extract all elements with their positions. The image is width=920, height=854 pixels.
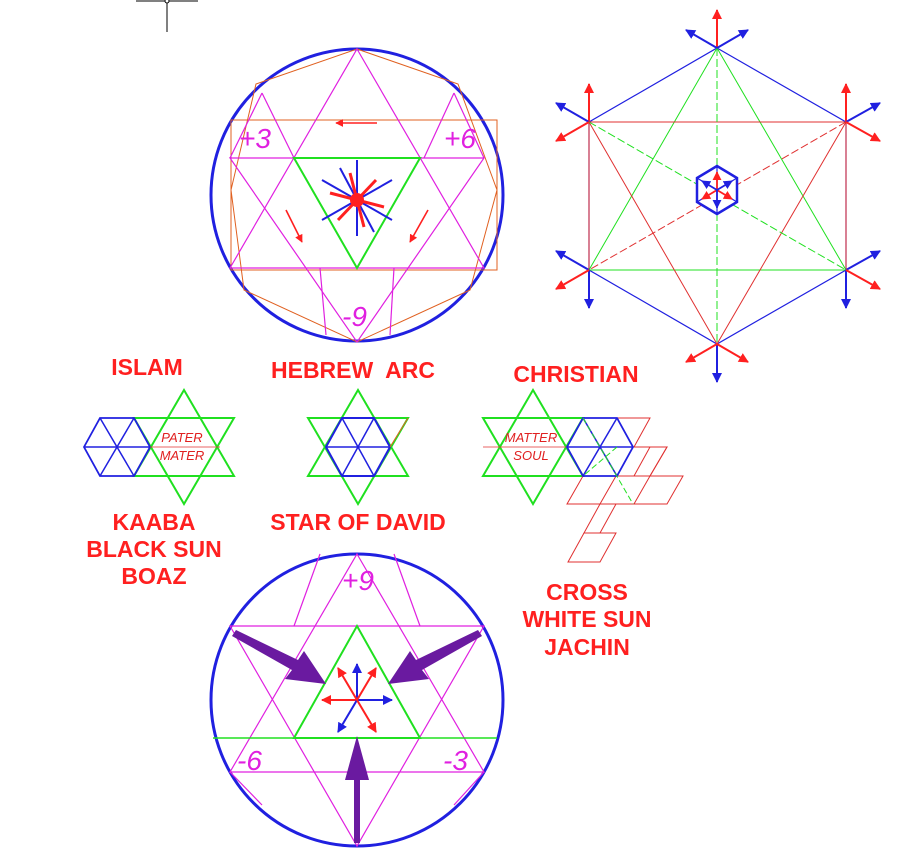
bottom-circle-diagram: +9 -6 -3 (209, 552, 505, 848)
label-boaz: BOAZ (121, 563, 186, 589)
islam-star-diagram: PATER MATER (82, 388, 236, 506)
purple-arrows-icon (232, 630, 482, 843)
top-number-plus-6: +6 (444, 123, 476, 154)
label-black-sun: BLACK SUN (86, 536, 221, 562)
top-right-hexagon-diagram (555, 9, 881, 383)
label-star-of-david: STAR OF DAVID (270, 509, 445, 535)
top-number-plus-3: +3 (239, 123, 271, 154)
bottom-number-minus-6: -6 (237, 745, 262, 776)
top-circle-diagram: +3 +6 -9 (209, 47, 505, 344)
christian-star-diagram: MATTER SOUL (481, 388, 684, 563)
hebrew-star-diagram (306, 388, 410, 506)
label-islam: ISLAM (111, 354, 183, 380)
label-white-sun: WHITE SUN (522, 606, 651, 632)
label-cross: CROSS (546, 579, 628, 605)
label-jachin: JACHIN (544, 634, 630, 660)
christian-star-text-soul: SOUL (513, 448, 548, 463)
label-kaaba: KAABA (112, 509, 195, 535)
starburst-icon (321, 160, 393, 236)
bottom-number-minus-3: -3 (443, 745, 468, 776)
bottom-number-plus-9: +9 (342, 565, 374, 596)
top-number-minus-9: -9 (342, 301, 367, 332)
label-christian: CHRISTIAN (513, 361, 638, 387)
islam-star-text-pater: PATER (161, 430, 202, 445)
label-hebrew-arc: HEBREW ARC (271, 357, 435, 383)
christian-star-text-matter: MATTER (505, 430, 557, 445)
islam-star-text-mater: MATER (160, 448, 205, 463)
crosshair-cursor-icon (136, 0, 198, 32)
